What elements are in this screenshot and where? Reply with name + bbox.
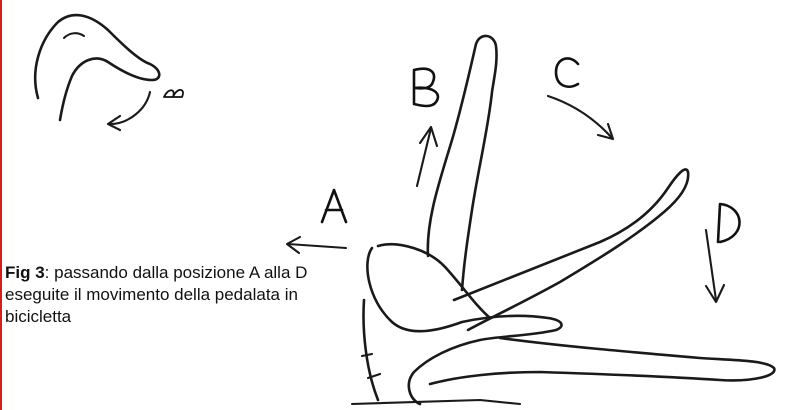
position-label-b: [414, 69, 438, 106]
inset-foot-outline: [35, 15, 159, 120]
figure-label: Fig 3: [5, 263, 45, 282]
arrow-a-left: [288, 244, 346, 248]
inset-label-b: [164, 90, 183, 97]
figure-caption: Fig 3: passando dalla posizione A alla D…: [5, 262, 345, 328]
hip-outline: [364, 300, 378, 400]
position-label-c: [556, 58, 578, 86]
legs-illustration: [352, 36, 774, 404]
leg-position-a-upper: [378, 244, 490, 318]
position-label-a: [322, 190, 346, 222]
arrow-c-diagonal: [548, 96, 612, 138]
inset-foot-detail: [64, 33, 84, 38]
inset-foot-sketch: [35, 15, 183, 130]
leg-position-d: [430, 338, 774, 384]
leg-position-c: [454, 169, 688, 330]
caption-text: : passando dalla posizione A alla D eseg…: [5, 263, 307, 326]
position-label-d: [718, 204, 740, 242]
leg-position-b: [428, 36, 497, 290]
